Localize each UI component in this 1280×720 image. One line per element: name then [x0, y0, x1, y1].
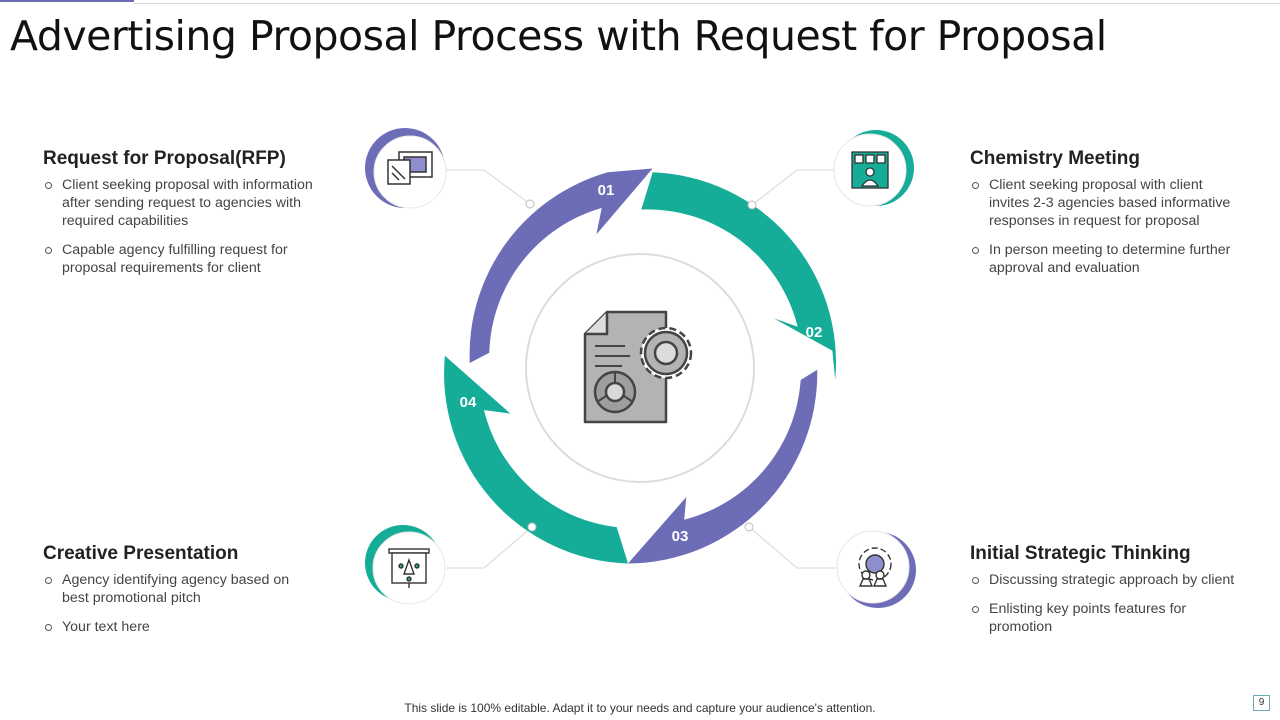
connector-dot-04	[527, 522, 537, 532]
connector-dot-03	[744, 522, 754, 532]
step-bullets-03: Discussing strategic approach by client …	[970, 571, 1240, 636]
step-heading-04: Creative Presentation	[43, 543, 239, 564]
step-bullets-02: Client seeking proposal with client invi…	[970, 176, 1240, 277]
presentation-board-icon	[387, 151, 433, 185]
icon-badge-01	[365, 128, 447, 209]
bullet-item: Agency identifying agency based on best …	[43, 571, 313, 607]
top-rule-line	[134, 3, 1280, 4]
top-rule-accent	[0, 0, 134, 2]
step-number-02: 02	[806, 324, 823, 341]
step-bullets-04: Agency identifying agency based on best …	[43, 571, 313, 636]
bullet-item: In person meeting to determine further a…	[970, 241, 1240, 277]
bullet-item: Your text here	[43, 618, 313, 636]
cycle-arrow-02	[641, 172, 837, 380]
footer-note: This slide is 100% editable. Adapt it to…	[404, 701, 876, 715]
step-bullets-01: Client seeking proposal with information…	[43, 176, 313, 277]
cycle-arrow-03	[628, 369, 818, 564]
meeting-people-icon	[851, 151, 889, 189]
bullet-item: Client seeking proposal with information…	[43, 176, 313, 230]
document-gear-icon	[583, 310, 693, 424]
connector-line-03	[748, 526, 836, 569]
connector-dot-01	[525, 199, 535, 209]
connector-line-04	[446, 526, 533, 569]
step-block-02: Chemistry Meeting Client seeking proposa…	[970, 148, 1240, 288]
step-block-04: Creative Presentation Agency identifying…	[43, 543, 313, 647]
page-number: 9	[1253, 695, 1270, 711]
bullet-item: Discussing strategic approach by client	[970, 571, 1240, 589]
step-number-01: 01	[598, 182, 615, 199]
creative-easel-icon	[388, 548, 430, 588]
connector-dot-02	[747, 200, 757, 210]
step-block-01: Request for Proposal(RFP) Client seeking…	[43, 148, 313, 288]
step-heading-03: Initial Strategic Thinking	[970, 543, 1191, 564]
step-number-04: 04	[460, 394, 477, 411]
step-heading-02: Chemistry Meeting	[970, 148, 1140, 169]
slide-title: Advertising Proposal Process with Reques…	[10, 12, 1107, 60]
step-block-03: Initial Strategic Thinking Discussing st…	[970, 543, 1240, 647]
bullet-item: Capable agency fulfilling request for pr…	[43, 241, 313, 277]
icon-badge-02	[833, 130, 914, 207]
bullet-item: Client seeking proposal with client invi…	[970, 176, 1240, 230]
step-number-03: 03	[672, 528, 689, 545]
icon-badge-03	[836, 530, 916, 608]
strategy-gear-chess-icon	[858, 547, 892, 587]
top-rule	[0, 0, 1280, 4]
connector-line-01	[446, 169, 531, 205]
cycle-arrow-01	[469, 168, 653, 363]
step-heading-01: Request for Proposal(RFP)	[43, 148, 286, 169]
cycle-arrow-04	[444, 355, 628, 564]
bullet-item: Enlisting key points features for promot…	[970, 600, 1240, 636]
connector-line-02	[751, 169, 836, 206]
icon-badge-04	[365, 525, 446, 605]
